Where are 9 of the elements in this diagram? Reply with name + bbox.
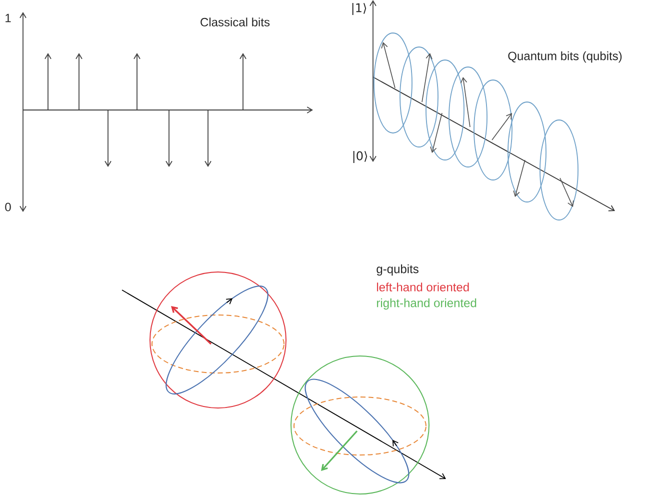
axis-label: 1: [6, 14, 11, 22]
caption-text: g-qubits: [376, 264, 418, 276]
axis-label: |1⟩: [352, 3, 366, 15]
caption-text: left-hand oriented: [377, 282, 469, 292]
caption-text: Quantum bits (qubits): [508, 51, 622, 63]
caption-text: Classical bits: [200, 18, 270, 26]
axis-label: 0: [5, 202, 11, 212]
caption-text: right-hand oriented: [377, 298, 476, 310]
axis-label: |0⟩: [353, 151, 368, 163]
